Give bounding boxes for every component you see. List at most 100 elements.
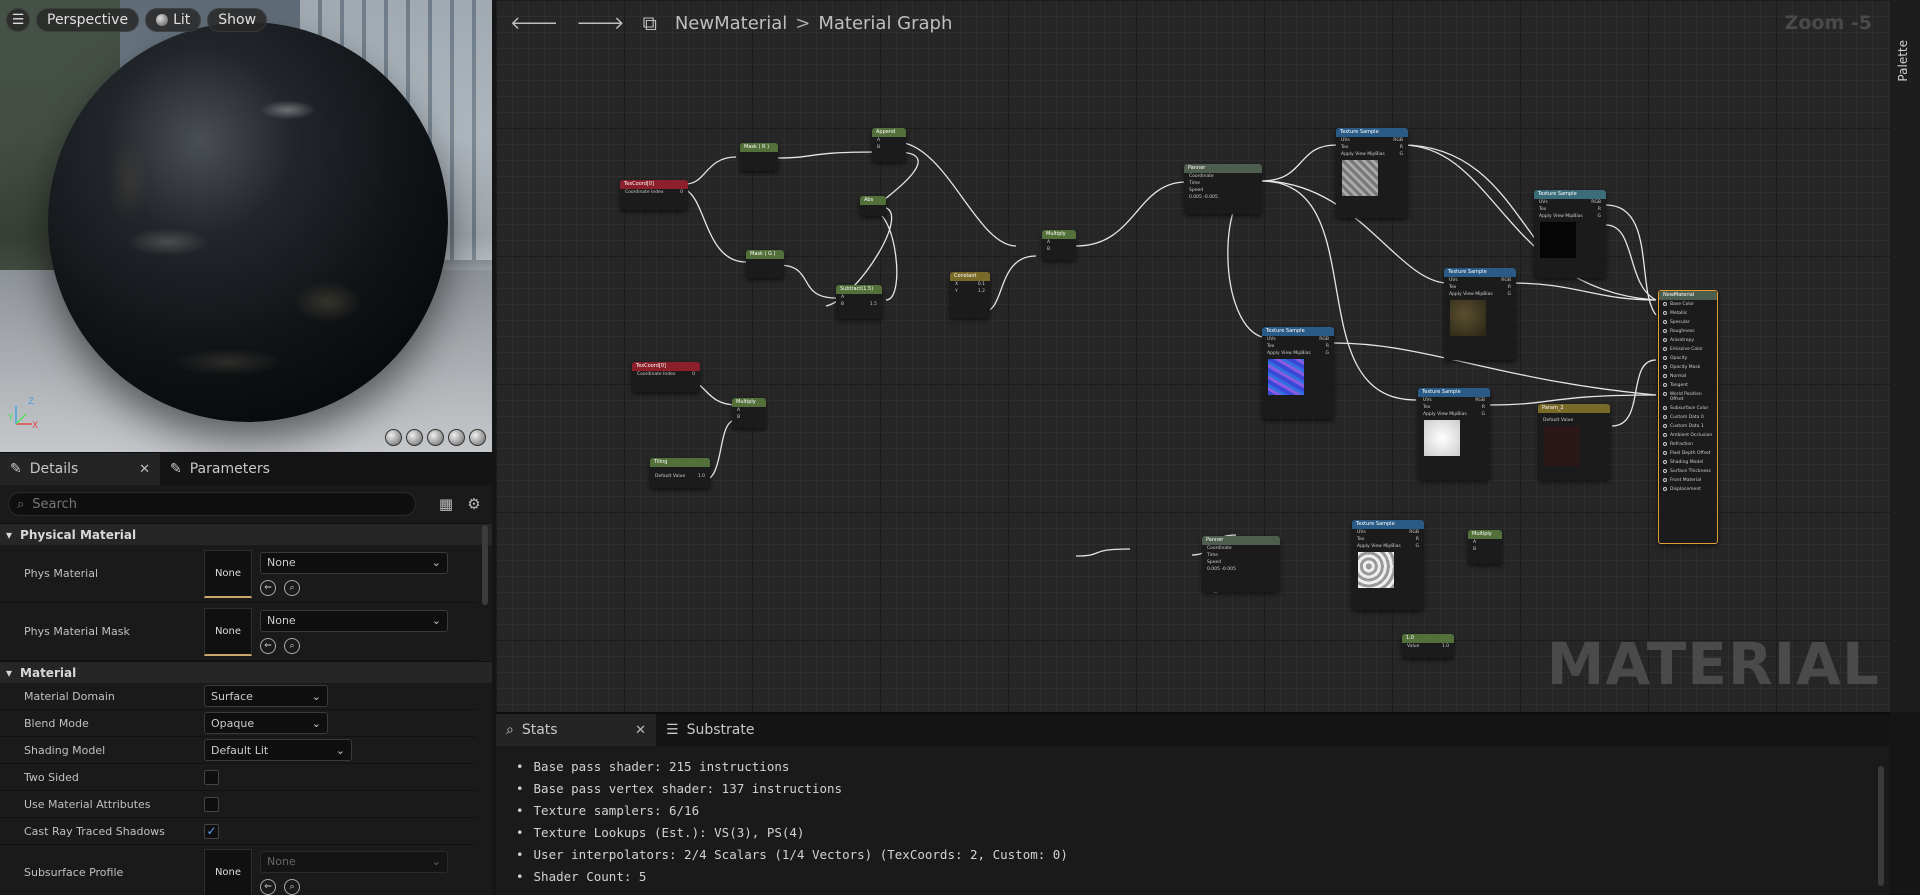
palette-sidebar[interactable]: Palette <box>1890 0 1920 712</box>
result-pin[interactable]: Front Material <box>1659 476 1717 485</box>
result-pin[interactable]: Tangent <box>1659 381 1717 390</box>
section-physical-material[interactable]: ▾ Physical Material <box>0 523 492 545</box>
material-graph[interactable]: 🡐 🡒 ⧉ NewMaterial > Material Graph Zoom … <box>496 0 1890 712</box>
result-pin[interactable]: Metallic <box>1659 309 1717 318</box>
node-param[interactable]: Param_2 Default Value <box>1538 404 1610 480</box>
result-pin[interactable]: Specular <box>1659 318 1717 327</box>
preview-cube-button[interactable] <box>448 429 465 446</box>
subsurface-profile-combo[interactable]: None ⌄ <box>260 850 448 873</box>
node-panner[interactable]: Panner Coordinate Time Speed 0.005 -0.00… <box>1202 536 1280 592</box>
tab-parameters[interactable]: ✎ Parameters <box>160 453 280 485</box>
use-selected-icon[interactable]: ⇐ <box>260 878 276 895</box>
result-pin[interactable]: Surface Thickness <box>1659 467 1717 476</box>
node-pin-value[interactable]: 0 <box>692 372 695 377</box>
details-scrollbar[interactable] <box>482 525 488 605</box>
stats-scrollbar[interactable] <box>1878 766 1884 886</box>
preview-viewport[interactable]: ☰ Perspective Lit Show X Z Y <box>0 0 492 452</box>
phys-material-mask-combo[interactable]: None ⌄ <box>260 609 448 632</box>
node-pin-value[interactable]: 1.5 <box>869 302 877 307</box>
use-selected-icon[interactable]: ⇐ <box>260 579 276 596</box>
preview-cylinder-button[interactable] <box>385 429 402 446</box>
table-view-icon[interactable]: ▦ <box>438 495 454 513</box>
subsurface-profile-thumbnail[interactable]: None <box>204 848 252 895</box>
node-panner[interactable]: Panner Coordinate Time Speed 0.005 -0.00… <box>1184 164 1262 214</box>
preview-plane-button[interactable] <box>427 429 444 446</box>
result-pin[interactable]: Subsurface Color <box>1659 404 1717 413</box>
node-pin-value[interactable]: 1.0 <box>697 474 705 479</box>
phys-material-combo[interactable]: None ⌄ <box>260 551 448 574</box>
tab-substrate[interactable]: ☰ Substrate <box>656 714 764 746</box>
phys-material-mask-thumbnail[interactable]: None <box>204 607 252 656</box>
result-pin[interactable]: Base Color <box>1659 300 1717 309</box>
details-search-input[interactable]: ⌕ Search <box>8 492 416 516</box>
node-mask-g[interactable]: Mask ( G ) <box>746 250 784 278</box>
node-pin-value[interactable]: 0 <box>680 190 683 195</box>
node-pin-value[interactable]: 1.0 <box>1441 644 1449 649</box>
node-pin-value[interactable]: 0.005 -0.005 <box>1207 567 1236 572</box>
show-button[interactable]: Show <box>207 8 268 32</box>
node-multiply[interactable]: Multiply A B <box>1042 230 1076 260</box>
result-pin[interactable]: World Position Offset <box>1659 390 1717 404</box>
blend-mode-combo[interactable]: Opaque ⌄ <box>204 712 328 734</box>
browse-icon[interactable]: ⌕ <box>284 878 300 895</box>
result-pin[interactable]: Refraction <box>1659 440 1717 449</box>
node-pin-value[interactable]: 0.005 -0.005 <box>1189 195 1218 200</box>
result-pin[interactable]: Emissive Color <box>1659 345 1717 354</box>
result-pin[interactable]: Custom Data 1 <box>1659 422 1717 431</box>
result-pin[interactable]: Normal <box>1659 372 1717 381</box>
palette-tab-label[interactable]: Palette <box>1896 40 1910 82</box>
breadcrumb-graph[interactable]: Material Graph <box>818 12 953 34</box>
perspective-button[interactable]: Perspective <box>36 8 140 32</box>
node-pin-value[interactable]: 1.2 <box>977 289 985 294</box>
browse-icon[interactable]: ⌕ <box>284 579 300 596</box>
node-multiply[interactable]: Multiply A B <box>732 398 766 428</box>
section-material[interactable]: ▾ Material <box>0 661 492 683</box>
back-arrow-icon[interactable]: 🡐 <box>510 12 559 34</box>
tab-stats[interactable]: ⌕ Stats ✕ <box>496 714 656 746</box>
close-icon[interactable]: ✕ <box>635 722 646 738</box>
phys-material-thumbnail[interactable]: None <box>204 549 252 598</box>
node-pin-value[interactable]: 0.1 <box>977 282 985 287</box>
close-icon[interactable]: ✕ <box>139 461 150 477</box>
result-pin[interactable]: Pixel Depth Offset <box>1659 449 1717 458</box>
node-append[interactable]: Append A B <box>872 128 906 162</box>
use-material-attributes-checkbox[interactable] <box>204 796 219 812</box>
result-pin[interactable]: Displacement <box>1659 485 1717 494</box>
preview-teapot-button[interactable] <box>469 429 486 446</box>
use-selected-icon[interactable]: ⇐ <box>260 637 276 654</box>
result-pin[interactable]: Opacity <box>1659 354 1717 363</box>
browse-icon[interactable]: ⌕ <box>284 637 300 654</box>
result-pin[interactable]: Opacity Mask <box>1659 363 1717 372</box>
two-sided-checkbox[interactable] <box>204 769 219 785</box>
node-abs[interactable]: Abs <box>860 196 886 216</box>
result-pin[interactable]: Anisotropy <box>1659 336 1717 345</box>
cast-ray-traced-shadows-checkbox[interactable]: ✓ <box>204 823 219 839</box>
preview-sphere-button[interactable] <box>406 429 423 446</box>
viewport-menu-button[interactable]: ☰ <box>6 8 30 32</box>
breadcrumb-asset[interactable]: NewMaterial <box>674 12 788 34</box>
material-domain-combo[interactable]: Surface ⌄ <box>204 685 328 707</box>
forward-arrow-icon[interactable]: 🡒 <box>576 12 625 34</box>
tab-details[interactable]: ✎ Details ✕ <box>0 453 160 485</box>
node-multiply[interactable]: Multiply A B <box>1468 530 1502 564</box>
result-pin[interactable]: Ambient Occlusion <box>1659 431 1717 440</box>
node-mask-r[interactable]: Mask ( R ) <box>740 143 778 171</box>
result-pin[interactable]: Custom Data 0 <box>1659 413 1717 422</box>
result-pin[interactable]: Shading Model <box>1659 458 1717 467</box>
result-pin[interactable]: Roughness <box>1659 327 1717 336</box>
lit-button[interactable]: Lit <box>145 8 202 32</box>
gear-icon[interactable]: ⚙ <box>467 495 481 513</box>
